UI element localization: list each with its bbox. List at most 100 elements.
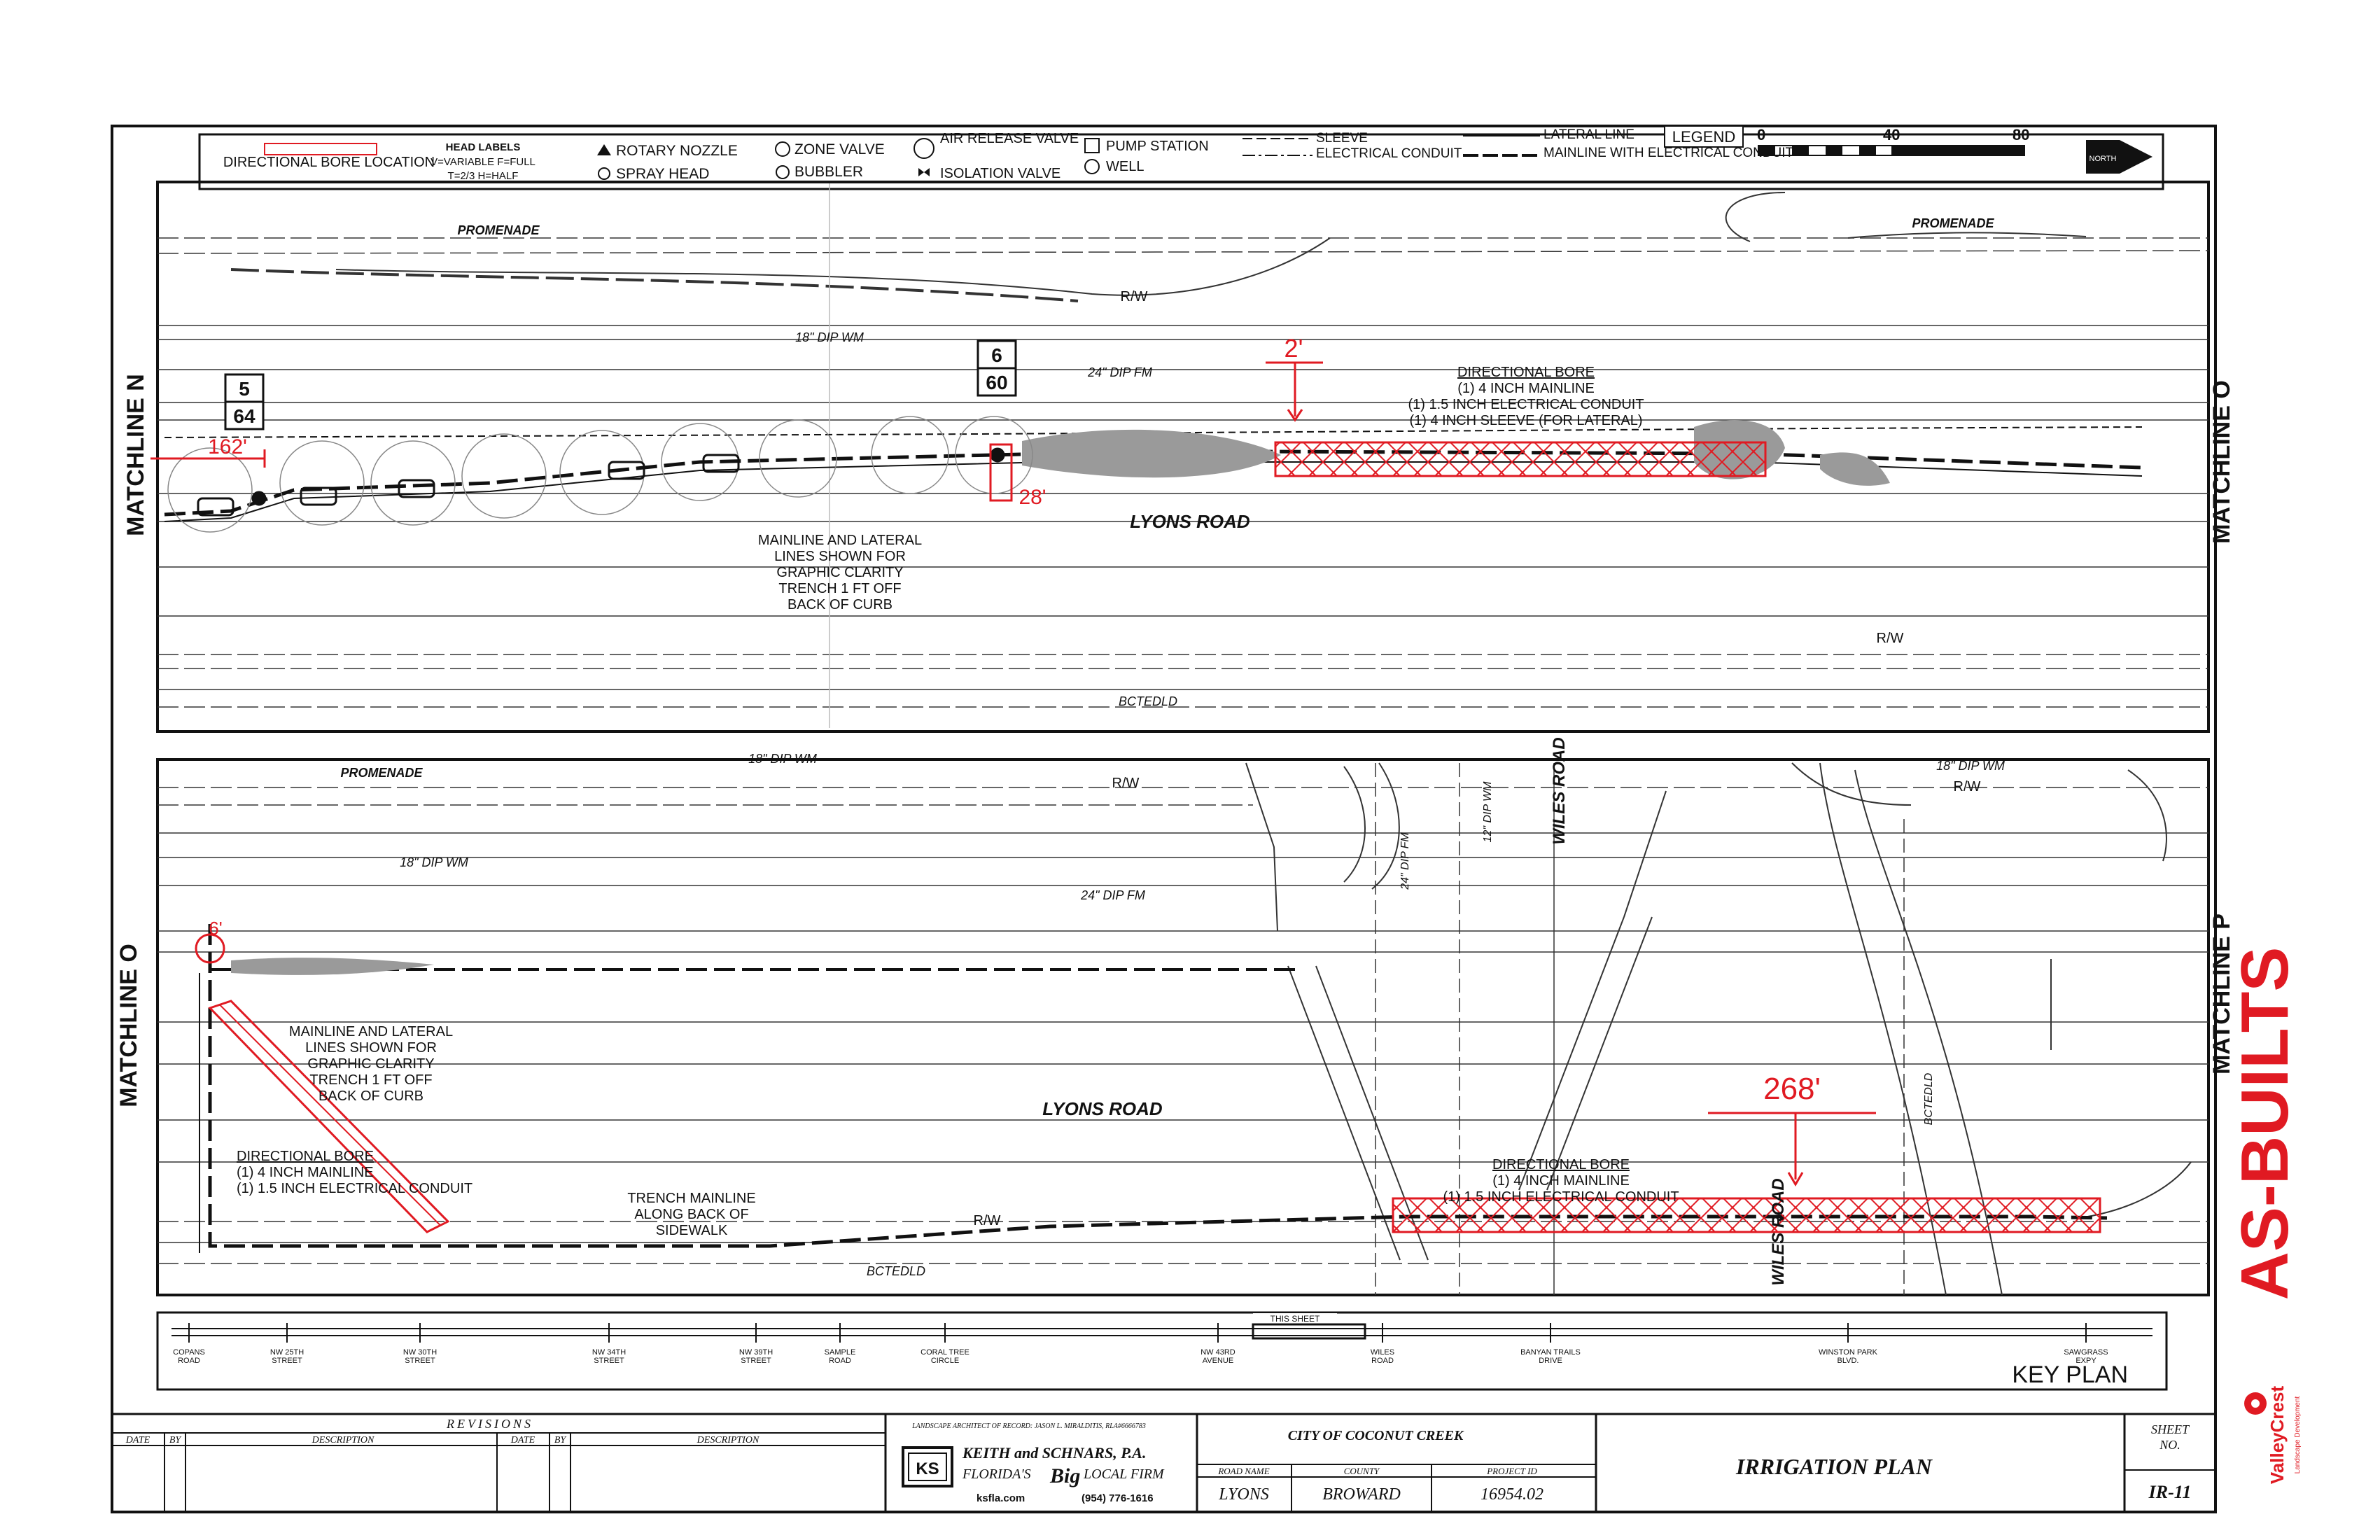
legend-air-release-valve: AIR RELEASE VALVE bbox=[940, 131, 1079, 146]
scale-40: 40 bbox=[1883, 126, 1900, 144]
title-block: REVISIONS DATE BY DESCRIPTION DATE BY DE… bbox=[111, 1413, 2217, 1513]
top-plan-panel: 5 64 6 60 PROMENADE PROMENADE R/W R/W 18… bbox=[122, 181, 2235, 733]
mainline-note-top: MAINLINE AND LATERAL LINES SHOWN FOR GRA… bbox=[758, 533, 922, 612]
firm-tagline-2: LOCAL FIRM bbox=[1083, 1466, 1165, 1482]
north-arrow-icon: NORTH bbox=[2086, 140, 2152, 174]
zone-5-number: 5 bbox=[239, 378, 250, 400]
legend-rotary-nozzle: ROTARY NOZZLE bbox=[616, 143, 738, 159]
wiles-road-label-top: WILES ROAD bbox=[1550, 737, 1569, 844]
valleycrest-logo-icon bbox=[2244, 1392, 2267, 1415]
svg-text:DIRECTIONAL BORE: DIRECTIONAL BORE bbox=[1492, 1157, 1630, 1172]
rw-label-top-bottom: R/W bbox=[1877, 631, 1904, 646]
key-plan-this-sheet: THIS SHEET bbox=[1270, 1314, 1320, 1324]
bctedld-label-top: BCTEDLD bbox=[1119, 694, 1177, 708]
valleycrest-name: ValleyCrest bbox=[2267, 1386, 2288, 1485]
rev-col-description-1: DESCRIPTION bbox=[312, 1435, 374, 1446]
matchline-o-label-top: MATCHLINE O bbox=[2208, 380, 2235, 544]
red-dim-162: 162' bbox=[208, 435, 247, 458]
svg-text:BACK OF CURB: BACK OF CURB bbox=[318, 1088, 424, 1104]
water-main-label-bottom: 18" DIP WM bbox=[400, 855, 468, 869]
zone-tag-5-64: 5 64 bbox=[224, 373, 265, 430]
road-name-value: LYONS bbox=[1218, 1485, 1269, 1504]
scale-0: 0 bbox=[1757, 126, 1765, 144]
svg-text:TRENCH 1 FT OFF: TRENCH 1 FT OFF bbox=[309, 1072, 432, 1088]
rw-label-bottom-c: R/W bbox=[974, 1213, 1001, 1228]
legend-head-labels-line1: V=VARIABLE F=FULL bbox=[430, 156, 536, 168]
water-main-label-top: 18" DIP WM bbox=[795, 330, 864, 344]
zone-valve-boxes-top bbox=[197, 447, 1005, 517]
mainline-note-bottom: MAINLINE AND LATERAL LINES SHOWN FOR GRA… bbox=[289, 1024, 453, 1104]
rev-col-date-1: DATE bbox=[125, 1435, 150, 1446]
directional-bore-note-bottom-right: DIRECTIONAL BORE (1) 4 INCH MAINLINE (1)… bbox=[1443, 1157, 1679, 1205]
legend-spray-head: SPRAY HEAD bbox=[616, 166, 709, 182]
force-main-label-bottom: 24" DIP FM bbox=[1080, 888, 1145, 902]
matchline-o-label-bottom: MATCHLINE O bbox=[115, 944, 142, 1107]
svg-text:ALONG BACK OF: ALONG BACK OF bbox=[634, 1207, 748, 1222]
as-builts-text: AS-BUILTS bbox=[2227, 947, 2302, 1301]
sheet-label-1: SHEET bbox=[2151, 1422, 2190, 1436]
svg-text:LINES SHOWN FOR: LINES SHOWN FOR bbox=[774, 549, 906, 564]
firm-phone: (954) 776-1616 bbox=[1082, 1492, 1154, 1504]
spray-head-icon bbox=[598, 167, 610, 180]
red-dim-2: 2' bbox=[1284, 334, 1303, 363]
client-name: CITY OF COCONUT CREEK bbox=[1288, 1428, 1464, 1443]
scale-80: 80 bbox=[2012, 126, 2029, 144]
directional-bore-hatch-diagonal bbox=[208, 1000, 450, 1233]
bubbler-icon bbox=[776, 165, 790, 179]
svg-text:DIRECTIONAL BORE: DIRECTIONAL BORE bbox=[1457, 365, 1595, 380]
rotary-nozzle-icon bbox=[597, 144, 611, 155]
key-plan-title: KEY PLAN bbox=[2012, 1362, 2128, 1388]
red-dim-6: 6' bbox=[209, 918, 222, 939]
svg-text:MAINLINE AND LATERAL: MAINLINE AND LATERAL bbox=[289, 1024, 453, 1040]
svg-text:(1) 4 INCH MAINLINE: (1) 4 INCH MAINLINE bbox=[1492, 1173, 1630, 1189]
water-main-label-bottom-right: 18" DIP WM bbox=[1936, 759, 2005, 773]
svg-text:BACK OF CURB: BACK OF CURB bbox=[788, 597, 892, 612]
red-arrow-down-icon bbox=[1287, 409, 1303, 422]
project-id-label: PROJECT ID bbox=[1486, 1466, 1537, 1476]
legend-isolation-valve: ISOLATION VALVE bbox=[940, 166, 1060, 181]
matchline-p-label: MATCHLINE P bbox=[2208, 913, 2235, 1074]
svg-text:(1) 1.5 INCH ELECTRICAL CONDUI: (1) 1.5 INCH ELECTRICAL CONDUIT bbox=[1408, 397, 1644, 412]
svg-text:GRAPHIC CLARITY: GRAPHIC CLARITY bbox=[776, 565, 903, 580]
svg-text:GRAPHIC CLARITY: GRAPHIC CLARITY bbox=[307, 1056, 434, 1072]
svg-text:(1) 1.5 INCH ELECTRICAL CONDUI: (1) 1.5 INCH ELECTRICAL CONDUIT bbox=[1443, 1189, 1679, 1205]
svg-text:LINES SHOWN FOR: LINES SHOWN FOR bbox=[305, 1040, 437, 1056]
legend-electrical-conduit: ELECTRICAL CONDUIT bbox=[1316, 146, 1462, 161]
north-label: NORTH bbox=[2090, 155, 2117, 163]
project-info: CITY OF COCONUT CREEK ROAD NAME COUNTY P… bbox=[1197, 1428, 1596, 1512]
force-main-vert-label: 24" DIP FM bbox=[1399, 832, 1411, 890]
bctedld-vert-label: BCTEDLD bbox=[1923, 1072, 1935, 1125]
legend-bubbler: BUBBLER bbox=[794, 164, 863, 180]
lyons-road-label-top: LYONS ROAD bbox=[1130, 511, 1250, 532]
legend-lateral-line: LATERAL LINE bbox=[1544, 127, 1634, 142]
rw-label-bottom-b: R/W bbox=[1954, 779, 1981, 794]
svg-text:(1) 1.5 INCH ELECTRICAL CONDUI: (1) 1.5 INCH ELECTRICAL CONDUIT bbox=[237, 1181, 472, 1196]
svg-text:MAINLINE AND LATERAL: MAINLINE AND LATERAL bbox=[758, 533, 922, 548]
red-dim-268: 268' bbox=[1763, 1072, 1821, 1106]
legend-bar: DIRECTIONAL BORE LOCATION HEAD LABELS V=… bbox=[198, 125, 2164, 190]
sheet-label-2: NO. bbox=[2159, 1438, 2180, 1452]
valleycrest-sub: Landscape Development bbox=[2294, 1396, 2302, 1474]
legend-sleeve: SLEEVE bbox=[1316, 131, 1368, 146]
architect-of-record: LANDSCAPE ARCHITECT OF RECORD: JASON L. … bbox=[911, 1422, 1146, 1430]
project-id-value: 16954.02 bbox=[1480, 1485, 1544, 1504]
firm-tagline-big: Big bbox=[1049, 1464, 1080, 1488]
legend-directional-bore-label: DIRECTIONAL BORE LOCATION bbox=[223, 155, 435, 170]
water-main-label-bottom-top: 18" DIP WM bbox=[748, 752, 817, 766]
firm-logo bbox=[902, 1446, 953, 1488]
rev-col-description-2: DESCRIPTION bbox=[696, 1435, 760, 1446]
pump-station-icon bbox=[1084, 138, 1100, 153]
rev-col-by-2: BY bbox=[554, 1435, 568, 1446]
force-main-label-top: 24" DIP FM bbox=[1087, 365, 1152, 379]
sheet-border bbox=[111, 125, 2217, 1513]
zone-5-gpm: 64 bbox=[233, 405, 255, 427]
directional-bore-hatch-bottom bbox=[1392, 1197, 2101, 1233]
